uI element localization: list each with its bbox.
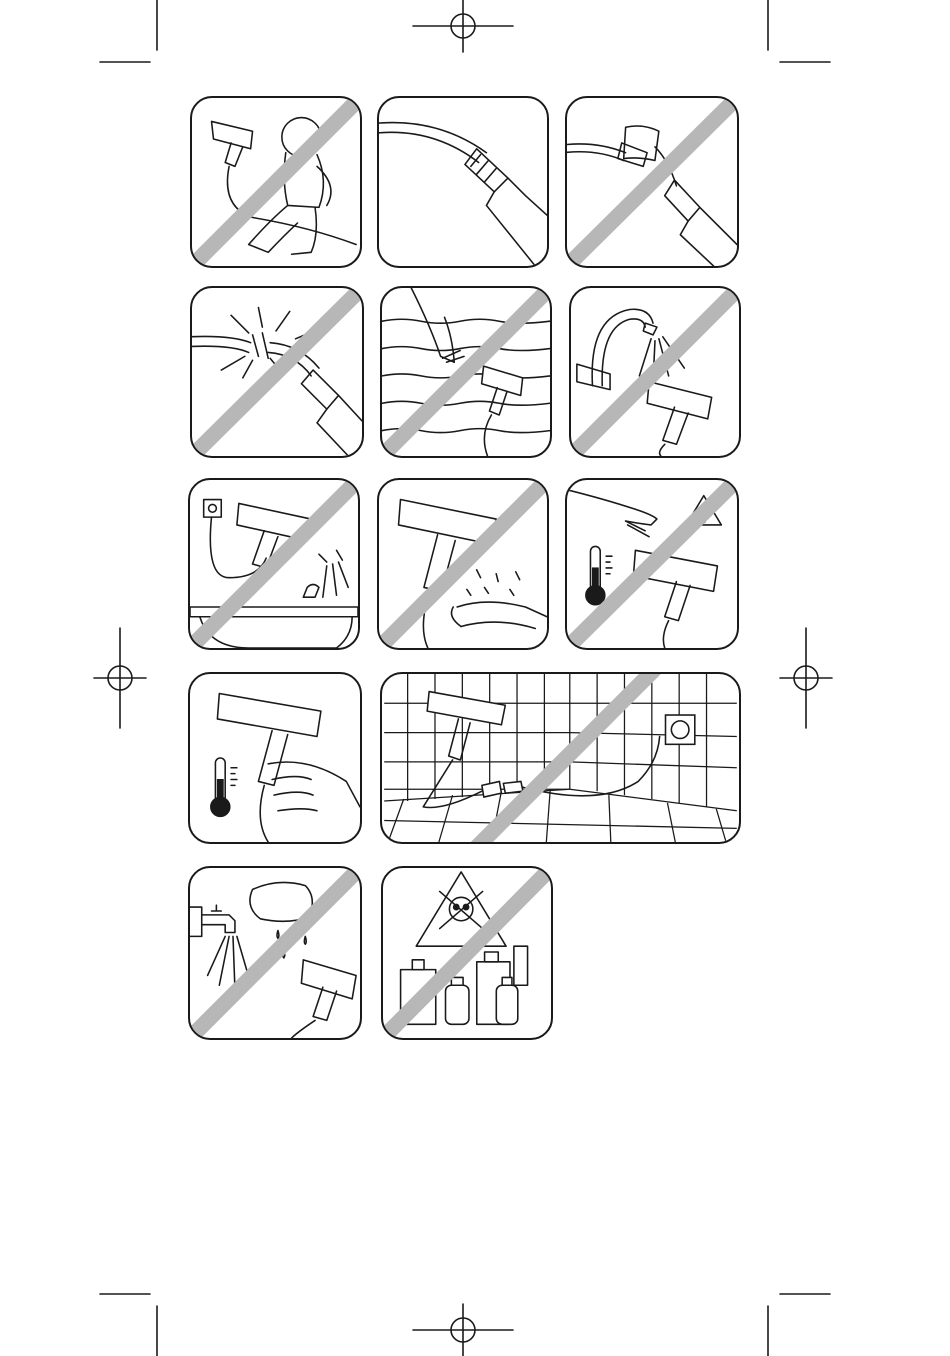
- hair-dryer-icon: [482, 366, 523, 456]
- dryer-in-water-illustration: [382, 288, 550, 456]
- panel-toxic-chemicals: [381, 866, 553, 1040]
- thermometer-icon: [586, 546, 612, 605]
- panel-dryer-in-water: [380, 286, 552, 458]
- panel-hot-handle-ok: [188, 672, 362, 844]
- hot-dryer-warning-illustration: [567, 480, 737, 648]
- power-socket-icon: [204, 500, 222, 518]
- taped-cord-illustration: [567, 98, 737, 266]
- extension-cord-bathroom-illustration: [382, 674, 739, 842]
- panel-cord-taped: [565, 96, 739, 268]
- panel-cord-ok: [377, 96, 549, 268]
- intact-cord-illustration: [379, 98, 547, 266]
- panel-child-with-dryer: [190, 96, 362, 268]
- panel-cord-damaged: [190, 286, 364, 458]
- panel-washing-dryer: [188, 866, 362, 1040]
- panel-dryer-under-tap: [569, 286, 741, 458]
- panel-dryer-near-bathtub: [188, 478, 360, 650]
- panel-extension-in-bathroom: [380, 672, 741, 844]
- power-socket-icon: [666, 715, 695, 744]
- hair-dryer-icon: [647, 382, 711, 456]
- thermometer-icon: [211, 758, 237, 817]
- toxic-chemicals-illustration: [383, 868, 551, 1038]
- hair-dryer-icon: [292, 960, 356, 1038]
- washing-dryer-illustration: [190, 868, 360, 1038]
- hot-handle-illustration: [190, 674, 360, 842]
- dryer-near-bathtub-illustration: [190, 480, 358, 648]
- panel-hot-dryer-warning: [565, 478, 739, 650]
- panel-wet-hands: [377, 478, 549, 650]
- wet-hands-illustration: [379, 480, 547, 648]
- child-drying-illustration: [192, 98, 360, 266]
- damaged-cord-illustration: [192, 288, 362, 456]
- dryer-under-tap-illustration: [571, 288, 739, 456]
